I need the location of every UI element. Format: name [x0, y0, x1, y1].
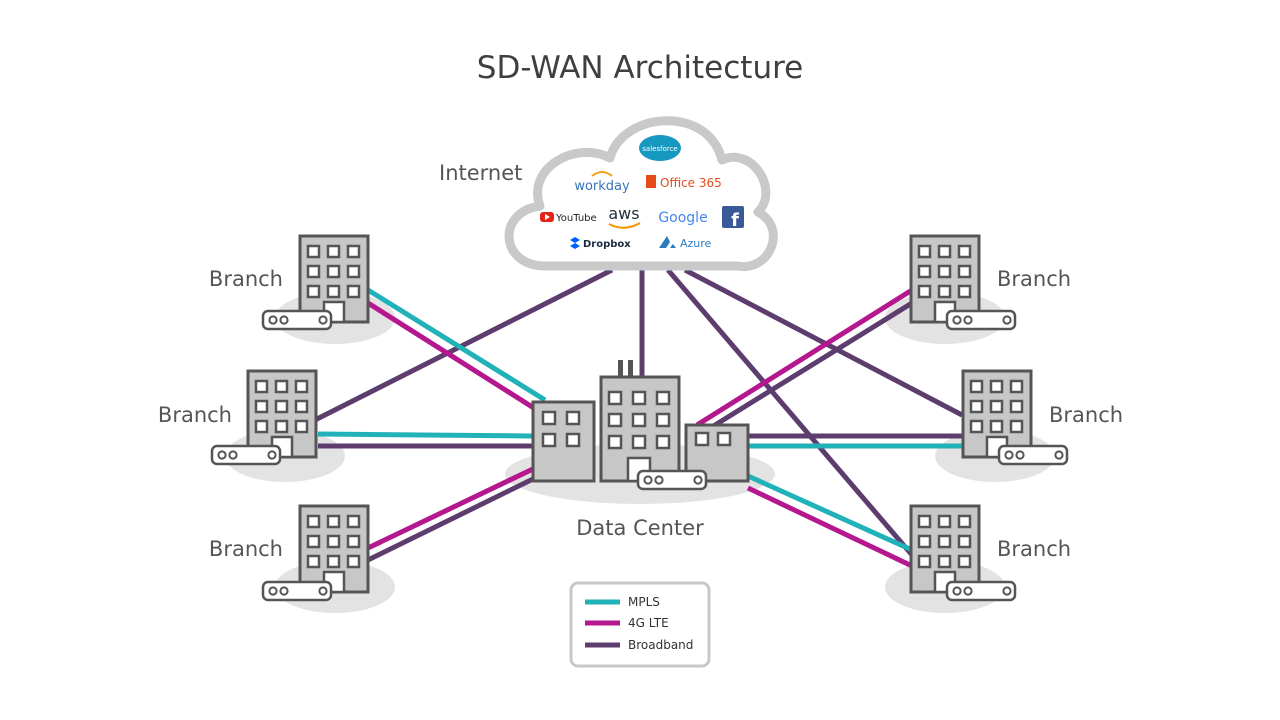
link-lte [695, 287, 914, 428]
svg-text:Azure: Azure [680, 237, 712, 250]
branch-label: Branch [1049, 403, 1123, 427]
link-broadband [313, 267, 614, 423]
cloud-app-logos: salesforce workday Office 365 YouTube aw… [540, 135, 744, 250]
svg-text:salesforce: salesforce [642, 145, 677, 153]
facebook-icon: f [722, 206, 744, 231]
azure-icon: Azure [659, 236, 712, 250]
branch-label: Branch [209, 267, 283, 291]
link-broadband [705, 300, 914, 433]
dropbox-icon: Dropbox [570, 237, 631, 250]
branch-label: Branch [209, 537, 283, 561]
svg-text:Google: Google [658, 210, 707, 226]
svg-text:Dropbox: Dropbox [583, 239, 631, 250]
branch-label: Branch [997, 267, 1071, 291]
legend-label-mpls: MPLS [628, 595, 660, 609]
link-broadband [366, 475, 537, 563]
network-links [313, 267, 964, 569]
data-center-label: Data Center [576, 516, 704, 540]
branch-label: Branch [158, 403, 232, 427]
svg-text:aws: aws [608, 204, 639, 223]
diagram-title: SD-WAN Architecture [477, 50, 803, 86]
internet-cloud [504, 116, 778, 271]
office365-icon: Office 365 [646, 175, 722, 190]
salesforce-icon: salesforce [639, 135, 681, 161]
aws-icon: aws [608, 204, 641, 229]
link-mpls [317, 431, 534, 439]
link-broadband [683, 267, 964, 418]
workday-icon: workday [574, 171, 630, 194]
internet-label: Internet [439, 161, 522, 185]
link-lte [366, 465, 537, 551]
google-icon: Google [658, 210, 707, 226]
link-mpls [366, 287, 547, 403]
svg-text:YouTube: YouTube [555, 213, 597, 224]
link-mpls [746, 473, 914, 553]
legend-label-lte: 4G LTE [628, 616, 669, 630]
branch-label: Branch [997, 537, 1071, 561]
svg-text:workday: workday [574, 179, 630, 194]
svg-text:f: f [731, 210, 739, 231]
legend-label-broadband: Broadband [628, 638, 693, 652]
link-lte [366, 300, 539, 413]
youtube-icon: YouTube [540, 212, 597, 224]
link-lte [746, 485, 914, 569]
link-broadband [666, 268, 914, 557]
svg-text:Office 365: Office 365 [660, 176, 722, 190]
data-center [531, 360, 750, 491]
legend: MPLS 4G LTE Broadband [569, 581, 711, 668]
